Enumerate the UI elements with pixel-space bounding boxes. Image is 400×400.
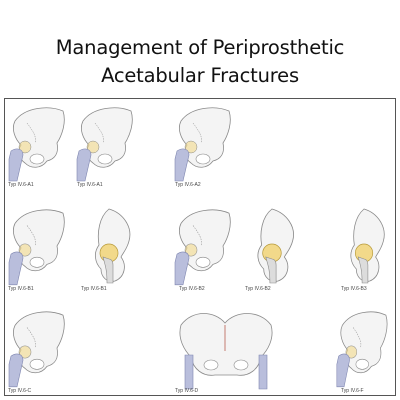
- figure-caption: Typ IV.6-B2: [179, 286, 205, 292]
- acetabular-cup: [184, 140, 198, 154]
- fracture-classification-panel: Typ IV.6-A1 Typ IV.6-A1 Typ IV.6-A2 Typ …: [4, 98, 396, 396]
- page-title: Management of Periprosthetic Acetabular …: [0, 34, 400, 90]
- acetabular-cup: [345, 345, 358, 359]
- acetabular-cup: [86, 140, 100, 154]
- hip-ap-illustration: [76, 107, 133, 182]
- hip-ap-drawing: [336, 311, 388, 388]
- figure-b1-1: Typ IV.6-B1: [7, 205, 73, 293]
- fracture-line: [26, 225, 36, 247]
- acetabular-cup: [18, 140, 32, 154]
- obturator-foramen-left: [203, 359, 219, 371]
- figure-a1-1: Typ IV.6-A1: [7, 103, 73, 189]
- figure-caption: Typ IV.6-A1: [8, 182, 34, 188]
- hip-ap-illustration: [8, 107, 65, 182]
- figure-caption: Typ IV.6-A2: [175, 182, 201, 188]
- femoral-component: [265, 256, 277, 284]
- figure-caption: Typ IV.6-A1: [77, 182, 103, 188]
- femur-stem: [174, 148, 190, 182]
- figure-caption: Typ IV.6-F: [341, 388, 364, 394]
- hip-ap-illustration: [174, 209, 231, 286]
- femur-stem: [76, 148, 92, 182]
- figure-caption: Typ IV.6-B1: [8, 286, 34, 292]
- femur-stem: [336, 353, 350, 388]
- acetabular-cup: [18, 243, 32, 257]
- hip-ap-illustration: [8, 311, 65, 388]
- hip-ap-illustration: [336, 311, 388, 388]
- obturator-foramen: [29, 256, 45, 268]
- obturator-foramen: [97, 153, 113, 165]
- acetabular-cup: [18, 345, 32, 359]
- hip-ap-drawing: [174, 107, 231, 182]
- figure-caption: Typ IV.6-B3: [341, 286, 367, 292]
- figure-b1-2: Typ IV.6-B1: [79, 205, 141, 293]
- fracture-line: [26, 122, 36, 144]
- figure-caption: Typ IV.6-B2: [245, 286, 271, 292]
- femur-stem: [8, 148, 24, 182]
- obturator-foramen: [29, 358, 45, 370]
- fracture-line: [192, 122, 202, 144]
- obturator-foramen: [195, 256, 211, 268]
- figure-c: Typ IV.6-C: [7, 307, 73, 395]
- femur-stem: [174, 251, 190, 286]
- figure-d: Typ IV.6-D: [171, 305, 281, 395]
- hip-ap-drawing: [8, 311, 65, 388]
- hip-ap-drawing: [8, 107, 65, 182]
- hip-ap-illustration: [8, 209, 65, 286]
- hip-oblique-drawing: [350, 208, 385, 284]
- hip-oblique-drawing: [257, 208, 294, 284]
- obturator-foramen: [355, 358, 369, 370]
- figure-caption: Typ IV.6-D: [175, 388, 199, 394]
- fracture-line: [94, 122, 104, 144]
- title-line-1: Management of Periprosthetic: [55, 36, 345, 59]
- fracture-line: [352, 327, 362, 349]
- hip-oblique-illustration: [350, 208, 385, 284]
- femur-left: [184, 354, 194, 390]
- hip-ap-drawing: [76, 107, 133, 182]
- hip-oblique-illustration: [257, 208, 294, 284]
- figure-b2-1: Typ IV.6-B2: [173, 205, 239, 293]
- femur-stem: [8, 251, 24, 286]
- figure-a2: Typ IV.6-A2: [173, 103, 239, 189]
- pelvis-illustration: [179, 313, 273, 390]
- fracture-line: [26, 327, 36, 349]
- femur-stem: [8, 353, 24, 388]
- figure-b3: Typ IV.6-B3: [335, 205, 395, 293]
- obturator-foramen-right: [233, 359, 249, 371]
- obturator-foramen: [29, 153, 45, 165]
- figure-b2-2: Typ IV.6-B2: [241, 205, 305, 293]
- fracture-line: [192, 225, 202, 247]
- hip-oblique-drawing: [95, 208, 131, 284]
- hip-ap-drawing: [174, 209, 231, 286]
- femoral-component: [102, 256, 114, 284]
- hip-ap-illustration: [174, 107, 231, 182]
- pelvis-bone: [179, 313, 273, 376]
- femoral-component: [357, 256, 369, 284]
- pelvis-drawing: [179, 313, 273, 390]
- title-line-2: Acetabular Fractures: [101, 64, 299, 87]
- obturator-foramen: [195, 153, 211, 165]
- hip-oblique-illustration: [95, 208, 131, 284]
- hip-ap-drawing: [8, 209, 65, 286]
- acetabular-cup: [184, 243, 198, 257]
- femur-right: [258, 354, 268, 390]
- figure-a1-2: Typ IV.6-A1: [75, 103, 141, 189]
- figure-caption: Typ IV.6-B1: [81, 286, 107, 292]
- figure-f: Typ IV.6-F: [335, 307, 395, 395]
- figure-caption: Typ IV.6-C: [8, 388, 32, 394]
